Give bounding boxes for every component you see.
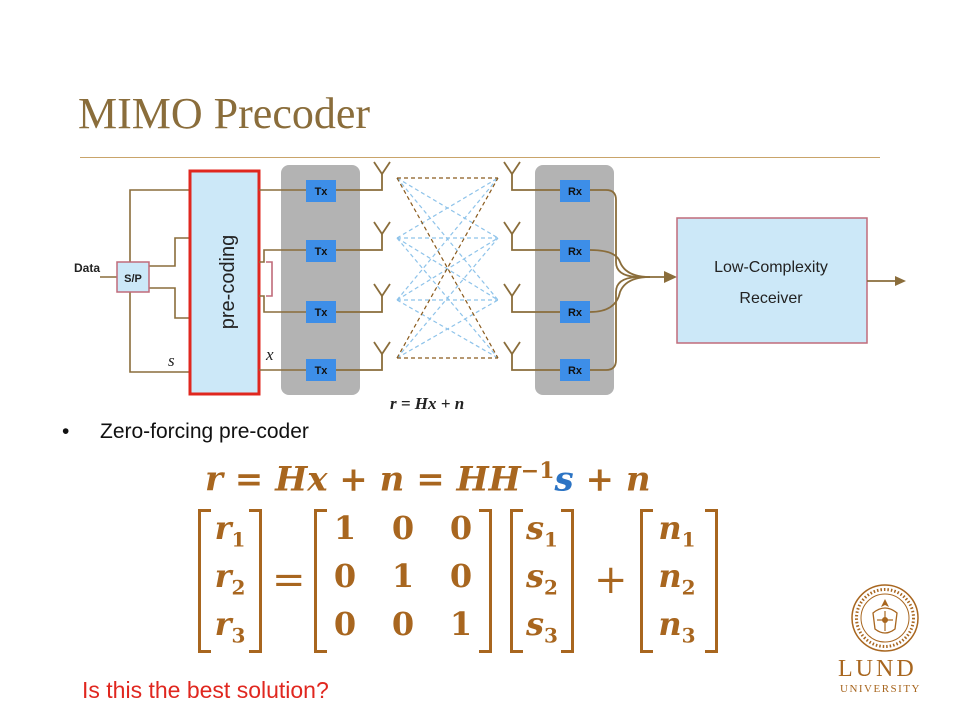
s-label: s [168,351,175,370]
bracket-left [510,509,523,653]
bullet-dot: • [62,420,70,443]
s-entry-1: s1 [526,509,558,552]
bracket-left [198,509,211,653]
plus-sign: + [594,557,628,603]
bracket-left [640,509,653,653]
university-seal-icon [851,584,919,652]
equation-lhs: r = Hx + n = HH [205,459,521,500]
rx-box-1 [560,180,590,202]
tx-panel [281,165,360,395]
s-entry-3: s3 [526,605,558,648]
bracket-right [249,509,262,653]
equation-inverse-exponent: −1 [520,458,555,484]
sp-label: S/P [124,273,142,285]
tx-wires [259,189,306,371]
bracket-right [705,509,718,653]
receiver-label-line2: Receiver [739,290,803,307]
s-entry-2: s2 [526,557,558,600]
zf-equation: r = Hx + n = HH−1s + n [205,458,651,499]
n-entry-3: n3 [658,605,696,648]
n-entry-2: n2 [658,557,696,600]
rx-label-3: Rx [568,307,583,319]
rx-label-4: Rx [568,365,583,377]
tx-box-1 [306,180,336,202]
bracket-right [479,509,492,653]
x-label: x [265,345,274,364]
matrix-cell: 1 [333,509,357,547]
matrix-cell: 1 [449,605,473,643]
n-vector: n1 n2 n3 [640,505,718,653]
matrix-cell: 0 [391,605,415,643]
precoding-label: pre-coding [217,235,239,330]
mimo-diagram: S/P Data pre-coding s x Tx Tx Tx Tx [74,161,906,413]
tx-box-3 [306,301,336,323]
rx-boxes: Rx Rx Rx Rx [560,180,590,381]
rx-box-2 [560,240,590,262]
identity-matrix: 1 0 0 0 1 0 0 0 1 [314,505,492,653]
receiver-box [676,217,868,344]
tx-label-2: Tx [315,246,329,258]
question-text: Is this the best solution? [82,677,329,703]
matrix-equation: r1 r2 r3 = 1 0 0 0 1 0 0 0 1 s1 s2 s3 + … [190,505,750,655]
matrix-cell: 0 [391,509,415,547]
equation-tail: + n [573,459,651,500]
tx-box-4 [306,359,336,381]
receiver-input-arrow [664,271,677,283]
r-entry-2: r2 [214,557,246,600]
rx-label-2: Rx [568,246,583,258]
matrix-cell: 1 [391,557,415,595]
matrix-cell: 0 [449,557,473,595]
tx-label-1: Tx [315,186,329,198]
title-divider [80,157,880,158]
rx-box-4 [560,359,590,381]
precoding-box [188,169,261,396]
matrix-cell: 0 [333,557,357,595]
n-entry-1: n1 [658,509,696,552]
s-vector: s1 s2 s3 [510,505,574,653]
rx-panel [535,165,614,395]
bracket-left [314,509,327,653]
matrix-cell: 0 [333,605,357,643]
rx-box-3 [560,301,590,323]
lund-wordmark: LUND [838,656,917,682]
bullet-text: Zero-forcing pre-coder [100,420,309,443]
matrix-cell: 0 [449,509,473,547]
equals-sign: = [272,557,306,603]
r-entry-1: r1 [214,509,246,552]
data-label: Data [74,261,100,275]
sp-wires [100,189,190,373]
rx-label-1: Rx [568,186,583,198]
tx-label-4: Tx [315,365,329,377]
r-vector: r1 r2 r3 [198,505,262,653]
direct-paths [396,177,499,359]
r-entry-3: r3 [214,605,246,648]
equation-s: s [554,459,574,500]
cross-paths [396,177,499,359]
channel-equation: r = Hx + n [390,394,464,413]
receiver-label-line1: Low-Complexity [714,259,828,276]
tx-box-2 [306,240,336,262]
rx-antennas [503,161,560,371]
tx-label-3: Tx [315,307,329,319]
tx-antennas [336,161,391,371]
rx-wires [589,189,664,371]
sp-box [116,261,150,293]
tx-boxes: Tx Tx Tx Tx [306,180,336,381]
receiver-output-arrow [895,276,906,286]
university-wordmark: UNIVERSITY [840,683,921,695]
slide-title: MIMO Precoder [78,89,371,138]
bracket-right [561,509,574,653]
